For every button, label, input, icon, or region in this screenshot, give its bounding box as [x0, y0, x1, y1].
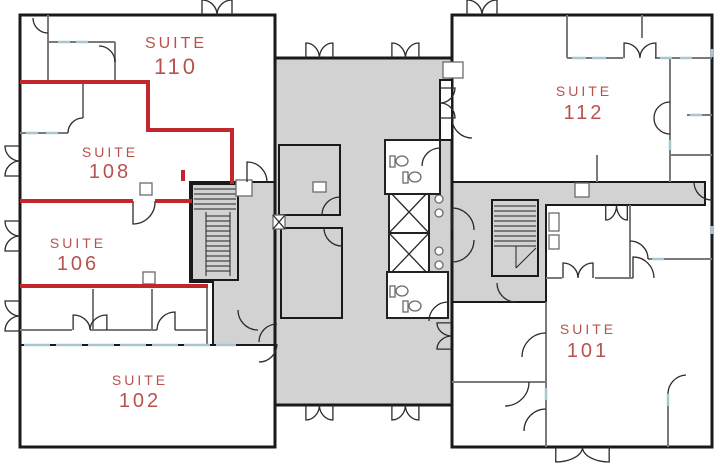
suite-110-word[interactable]: SUITE — [145, 35, 207, 52]
suite-112-label[interactable]: SUITE 112 — [556, 83, 612, 124]
east-stairwell — [491, 199, 539, 277]
stair-landing — [235, 179, 253, 197]
east-stair-treads — [494, 205, 537, 269]
suite-108-number[interactable]: 108 — [89, 161, 131, 183]
corner-closet — [442, 61, 464, 79]
elevator-bank — [388, 180, 430, 286]
suite-108-word[interactable]: SUITE — [82, 144, 138, 160]
restroom-door-arc — [421, 147, 441, 167]
suite-112-number[interactable]: 112 — [564, 102, 605, 124]
east-wing-partitions — [452, 15, 712, 447]
wall-fixture — [139, 182, 153, 196]
electrical-closet — [272, 214, 286, 230]
suite-102-number[interactable]: 102 — [119, 390, 161, 412]
suite-106-word[interactable]: SUITE — [50, 235, 106, 251]
suite-106-label[interactable]: SUITE 106 — [50, 235, 106, 275]
suite-110-label[interactable]: SUITE 110 — [145, 35, 207, 79]
suite-101-word[interactable]: SUITE — [560, 321, 616, 337]
elevator-x-icon — [388, 232, 430, 276]
door-arcs — [32, 17, 713, 432]
suite-106-number[interactable]: 106 — [57, 253, 99, 275]
suite-101-label[interactable]: SUITE 101 — [560, 321, 616, 362]
suite-101-number[interactable]: 101 — [567, 340, 609, 362]
suite-112-word[interactable]: SUITE — [556, 83, 612, 99]
kitchen-counter — [548, 212, 560, 250]
south-restroom — [386, 271, 449, 322]
north-restroom — [384, 139, 441, 195]
common-room-south — [280, 227, 343, 319]
toilet-icon — [389, 155, 409, 168]
suite-boundary-highlight — [20, 80, 234, 288]
suite-110-number[interactable]: 110 — [154, 54, 198, 79]
wall-fixture — [312, 181, 327, 193]
common-area-rooms — [272, 144, 343, 319]
restroom-door-arc — [428, 301, 449, 322]
elevator-2 — [388, 232, 430, 276]
column — [574, 182, 590, 198]
west-stairwell — [191, 179, 253, 281]
west-wing-partitions — [20, 15, 240, 347]
suite-102-label[interactable]: SUITE 102 — [112, 372, 168, 412]
common-room-north — [278, 144, 341, 216]
toilet-icon — [402, 171, 422, 184]
elevator-x-icon — [388, 190, 430, 234]
suite-102-word[interactable]: SUITE — [112, 372, 168, 388]
toilet-icon — [389, 285, 409, 298]
suite-108-label[interactable]: SUITE 108 — [82, 144, 138, 183]
drinking-fountain-icons — [434, 194, 444, 270]
glazing-segments — [26, 40, 714, 406]
wall-fixture — [142, 271, 156, 285]
west-stair-treads — [194, 188, 236, 276]
elevator-1 — [388, 190, 430, 234]
toilet-icon — [402, 300, 422, 313]
